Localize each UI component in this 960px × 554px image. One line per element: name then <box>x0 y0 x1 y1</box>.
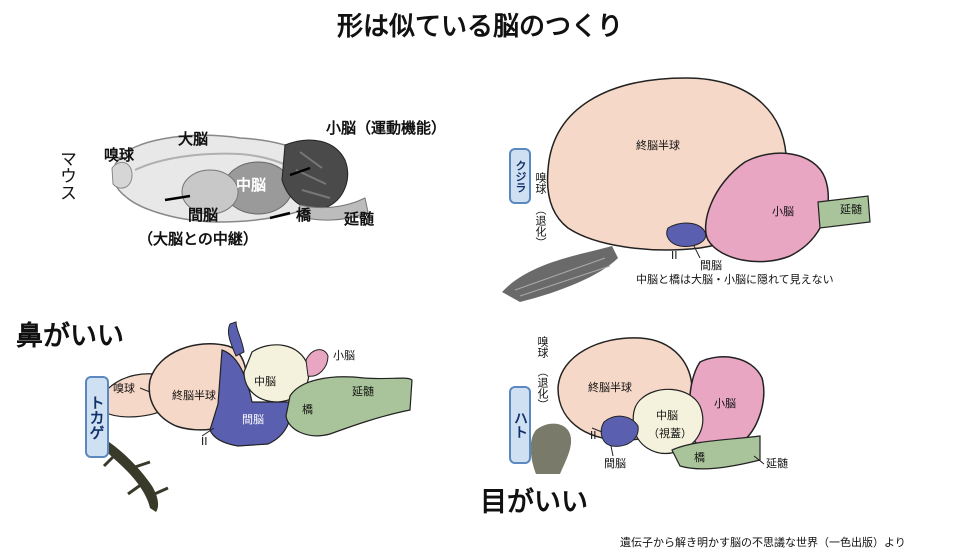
lizard-diencephalon-shape <box>209 349 292 447</box>
whale-olfactory-label: 嗅球 <box>534 172 547 194</box>
lizard-pons-label: 橋 <box>302 403 313 416</box>
bird-cerebellum-label: 小脳 <box>714 397 736 410</box>
lizard-cerebellum-label: 小脳 <box>333 349 355 362</box>
bird-diencephalon-label: 間脳 <box>604 457 626 470</box>
whale-cerebellum-label: 小脳 <box>772 205 794 218</box>
bird-brain <box>557 337 765 470</box>
lizard-telencephalon-label: 終脳半球 <box>172 389 216 402</box>
mouse-medulla-label: 延髄 <box>344 210 375 228</box>
lizard-olfactory-leader <box>139 387 151 393</box>
mouse-pointer-lines <box>164 166 311 220</box>
bird-photo <box>530 423 572 474</box>
lizard-diencephalon-label: 間脳 <box>242 413 264 426</box>
bird-heading: 目がいい <box>480 487 588 518</box>
bird-regressed-label: （退化） <box>536 366 549 410</box>
whale-brain <box>546 77 871 263</box>
whale-silhouette-detail <box>514 257 611 297</box>
bird-medulla-label: 延髄 <box>766 457 788 470</box>
mouse-diencephalon-shape <box>181 169 239 215</box>
whale-regressed-label: （退化） <box>534 204 547 248</box>
bird-olfactory-label: 嗅球 <box>536 336 549 358</box>
bird-telencephalon-label: 終脳半球 <box>588 381 632 394</box>
whale-telencephalon-label: 終脳半球 <box>636 139 680 152</box>
whale-hidden-note: 中脳と橋は大脳・小脳に隠れて見えない <box>636 273 834 286</box>
bird-midbrain-note: （視蓋） <box>648 427 692 440</box>
mouse-diencephalon-label: 間脳 <box>188 206 219 224</box>
mouse-olfactory-shape <box>111 161 133 189</box>
bird-diencephalon-shape <box>600 415 639 447</box>
whale-photo <box>502 246 618 302</box>
lizard-brain <box>99 321 413 447</box>
whale-leader-line <box>693 245 701 259</box>
lizard-cerebellum-shape <box>305 349 329 377</box>
lizard-legs <box>102 450 169 498</box>
bird-leader-lines <box>591 427 765 465</box>
bird-pons-label: 橋 <box>694 451 705 464</box>
lizard-midbrain-label: 中脳 <box>254 375 276 388</box>
bird-midbrain-label: 中脳 <box>656 409 678 422</box>
mouse-olfactory-label: 嗅球 <box>104 146 135 164</box>
bird-silhouette <box>530 423 572 474</box>
bird-nerve-label: II <box>590 429 597 442</box>
lizard-olfactory-label: 嗅球 <box>113 382 135 395</box>
bird-hindbrain-shape <box>671 435 761 470</box>
lizard-nerve-label: II <box>201 435 208 448</box>
whale-medulla-label: 延髄 <box>840 203 862 216</box>
whale-diencephalon-shape <box>666 222 707 247</box>
page-title: 形は似ている脳のつくり <box>336 12 623 42</box>
mouse-midbrain-label: 中脳 <box>236 176 267 194</box>
credit-text: 遺伝子から解き明かす脳の不思議な世界（一色出版）より <box>620 536 906 549</box>
lizard-medulla-label: 延髄 <box>352 385 374 398</box>
mouse-pons-label: 橋 <box>296 206 312 224</box>
mouse-cerebellum-label: 小脳（運動機能） <box>326 119 447 137</box>
mouse-brain <box>111 134 369 223</box>
mouse-diencephalon-note: （大脳との中継） <box>138 230 258 248</box>
whale-tag: クジラ <box>509 148 531 204</box>
whale-nerve-label: II <box>671 249 678 262</box>
lizard-nerve-line <box>201 427 215 437</box>
lizard-heading: 鼻がいい <box>16 321 124 352</box>
lizard-hindbrain-shape <box>285 376 413 437</box>
whale-cerebellum-shape <box>704 152 829 263</box>
mouse-cerebrum-label: 大脳 <box>178 130 209 148</box>
whale-diencephalon-label: 間脳 <box>700 259 722 272</box>
lizard-photo <box>98 436 169 512</box>
mouse-cortex-detail <box>134 152 297 171</box>
mouse-cerebellum-shape <box>281 139 349 210</box>
whale-medulla-shape <box>817 195 871 229</box>
mouse-name-label: マウス <box>56 150 76 201</box>
lizard-tag: トカゲ <box>85 376 109 458</box>
bird-tag: ハト <box>509 386 531 464</box>
mouse-hindbrain-shape <box>297 197 369 221</box>
lizard-pineal-shape <box>227 321 245 357</box>
